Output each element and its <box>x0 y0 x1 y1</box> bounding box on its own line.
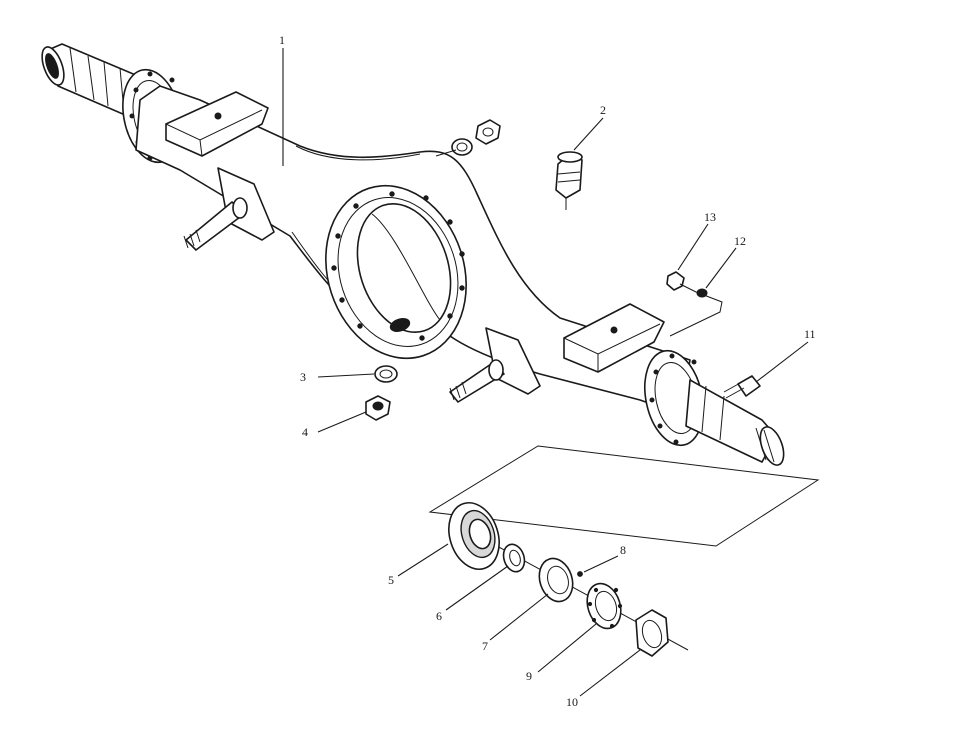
leader-washer-nut <box>435 149 457 157</box>
label-part-4: 4 <box>302 425 308 439</box>
label-part-9: 9 <box>526 669 532 683</box>
leader-9 <box>537 623 597 673</box>
thrust-washer <box>538 557 574 603</box>
leader-10 <box>579 649 641 697</box>
left-shock-bracket <box>183 167 275 251</box>
banjo-bolt-holes <box>331 191 465 341</box>
left-spring-seat <box>165 91 269 157</box>
leader-lines <box>282 48 809 697</box>
leader-12 <box>705 247 737 289</box>
lock-pin <box>577 571 583 577</box>
label-part-7: 7 <box>482 639 488 653</box>
washer-and-nut <box>451 119 501 156</box>
label-part-5: 5 <box>388 573 394 587</box>
drain-hole <box>389 318 411 332</box>
label-part-6: 6 <box>436 609 442 623</box>
label-part-12: 12 <box>734 234 746 248</box>
label-part-8: 8 <box>620 543 626 557</box>
lock-nut <box>635 609 669 657</box>
lock-washer <box>586 582 623 630</box>
leader-13 <box>677 223 709 271</box>
left-spindle <box>41 43 139 119</box>
label-part-3: 3 <box>300 370 306 384</box>
label-part-2: 2 <box>600 103 606 117</box>
bolt-11 <box>723 375 761 399</box>
label-part-11: 11 <box>804 327 816 341</box>
drain-plug-washer <box>374 365 398 383</box>
right-spring-seat <box>563 303 665 373</box>
callout-labels: 1 2 3 4 5 6 7 8 9 10 11 12 13 <box>279 33 816 709</box>
right-flange-bolts <box>649 353 697 445</box>
breather-plug <box>555 151 583 210</box>
right-spindle <box>685 379 785 466</box>
axle-housing <box>41 43 785 466</box>
leader-8 <box>583 555 619 573</box>
leader-4 <box>317 411 367 433</box>
right-shock-bracket <box>449 327 541 403</box>
assembly-boundary <box>428 445 820 547</box>
leader-5 <box>397 543 449 577</box>
leader-7 <box>489 593 549 641</box>
nut-13 <box>666 271 685 291</box>
leader-3 <box>317 373 375 378</box>
label-part-13: 13 <box>704 210 716 224</box>
leader-6 <box>445 565 509 611</box>
inner-washer <box>502 543 526 573</box>
label-part-10: 10 <box>566 695 578 709</box>
label-part-1: 1 <box>279 33 285 47</box>
leader-2 <box>573 117 604 151</box>
drain-plug <box>365 395 391 421</box>
leader-11 <box>755 341 809 383</box>
oil-seal <box>448 502 500 570</box>
